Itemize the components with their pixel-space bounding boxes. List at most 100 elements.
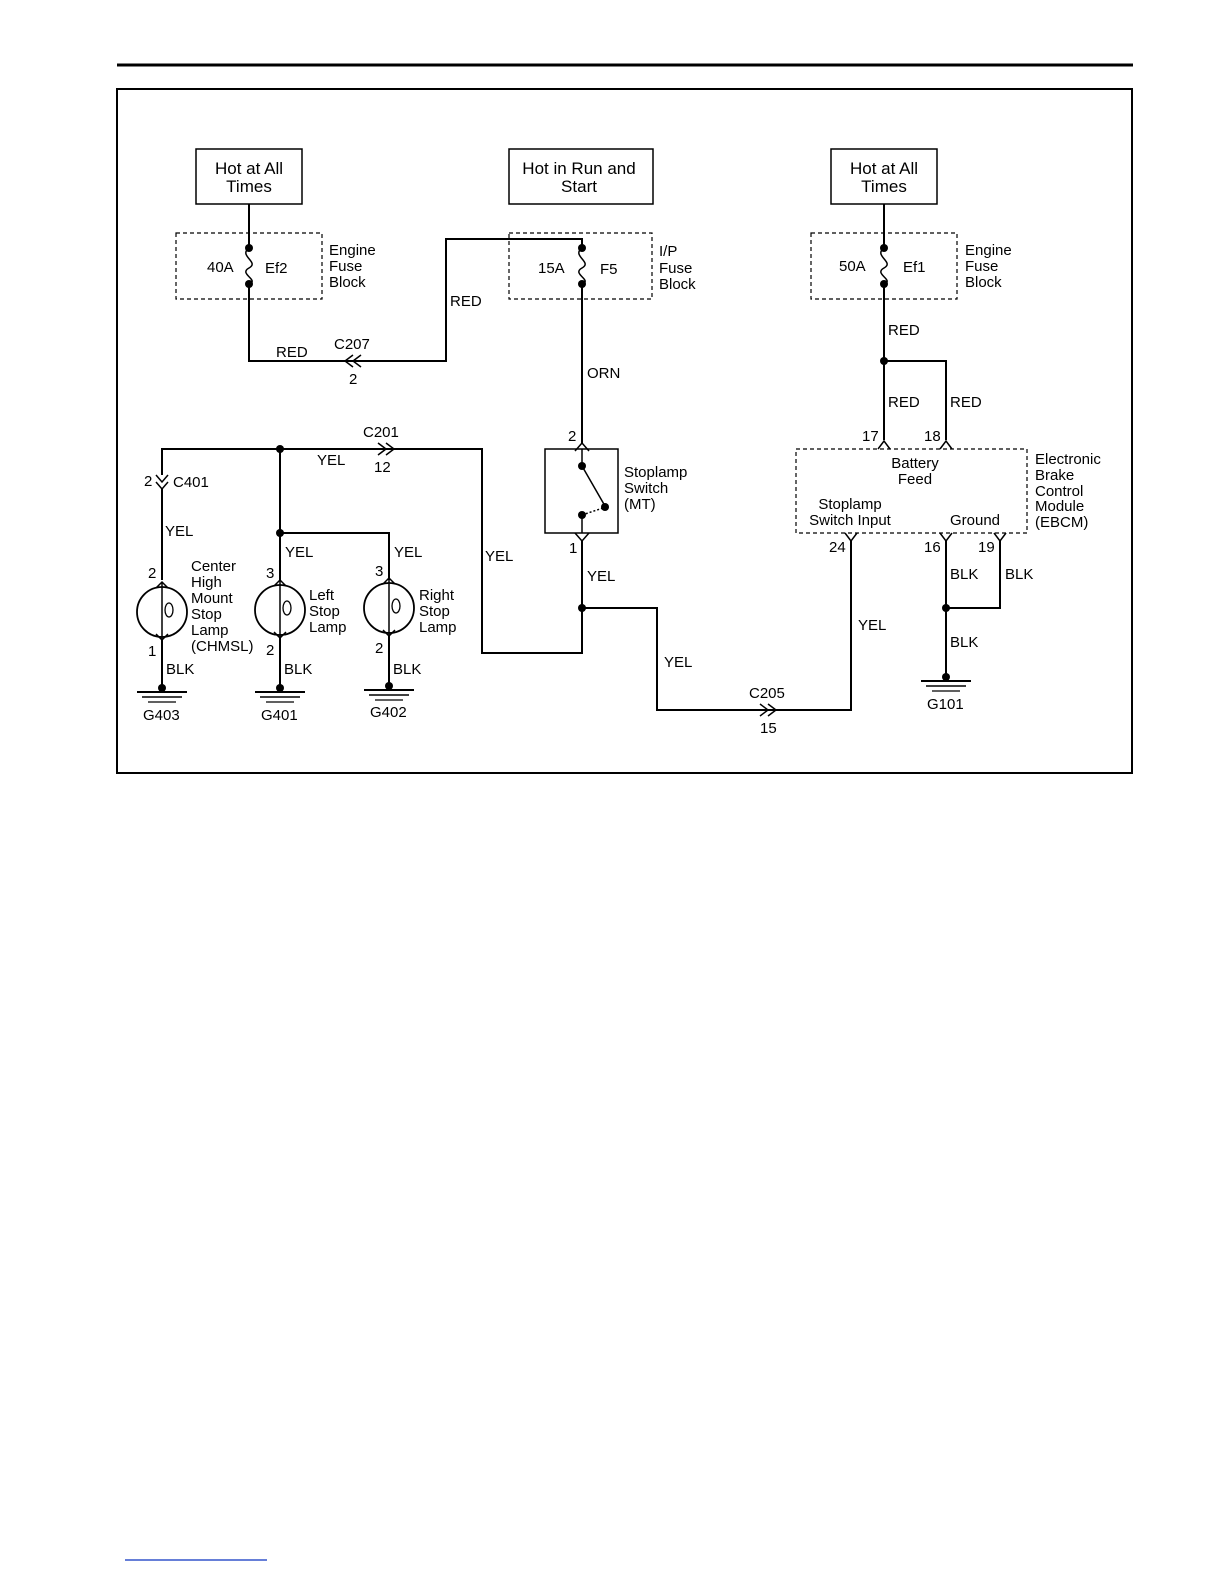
wire-label-blk-left: BLK [284, 661, 312, 678]
fuse-ef2-block-2: Fuse [329, 258, 362, 275]
lamp-right-label-3: Lamp [419, 619, 457, 636]
lamp-chmsl-label-1: Center [191, 558, 236, 575]
source-box-middle: Hot in Run and Start [508, 148, 654, 205]
wire-label-red-1: RED [276, 344, 308, 361]
wire-label-yel-c205: YEL [664, 654, 692, 671]
lamp-right-pin-top: 3 [375, 563, 383, 580]
ground-g403-label: G403 [143, 707, 180, 724]
fuse-ef1: 50A Ef1 Engine Fuse Block [810, 204, 1012, 300]
wire-label-yel-right: YEL [394, 544, 422, 561]
ebcm-label-1: Electronic [1035, 451, 1101, 468]
source-right-line2: Times [861, 177, 907, 196]
source-box-right: Hot at All Times [830, 148, 938, 205]
lamp-right: 3 2 Right Stop Lamp BLK [363, 563, 457, 686]
lamp-chmsl-label-5: Lamp [191, 622, 229, 639]
lamp-right-label-2: Stop [419, 603, 450, 620]
source-middle-line1: Hot in Run and [522, 159, 635, 178]
wire-yel-switch-out: YEL YEL YEL YEL C201 12 C205 15 [161, 424, 886, 737]
ebcm-pin-16: 16 [924, 539, 941, 556]
ebcm-pin-19: 19 [978, 539, 995, 556]
wire-label-blk-19: BLK [1005, 566, 1033, 583]
lamp-left-label-3: Lamp [309, 619, 347, 636]
fuse-ef1-rating: 50A [839, 258, 866, 275]
stoplamp-switch: 2 1 Stoplamp Switch (MT) [544, 428, 687, 557]
lamp-left: 3 2 Left Stop Lamp BLK [254, 565, 347, 688]
ground-g402-label: G402 [370, 704, 407, 721]
ebcm-label-3: Control [1035, 483, 1083, 500]
lamp-chmsl-label-6: (CHMSL) [191, 638, 254, 655]
lamp-left-pin-top: 3 [266, 565, 274, 582]
fuse-f5-name: F5 [600, 261, 618, 278]
fuse-ef1-block-2: Fuse [965, 258, 998, 275]
ebcm-pin24-terminal [844, 532, 858, 543]
wire-label-red-18: RED [950, 394, 982, 411]
wire-label-orn: ORN [587, 365, 620, 382]
source-right-line1: Hot at All [850, 159, 918, 178]
fuse-f5-block-2: Fuse [659, 260, 692, 277]
wire-red-ef1-to-ebcm: RED RED RED [880, 284, 982, 440]
fuse-ef2: 40A Ef2 Engine Fuse Block [175, 204, 376, 300]
wire-label-blk-right: BLK [393, 661, 421, 678]
connector-c401-name: C401 [173, 474, 209, 491]
ebcm-pin-17: 17 [862, 428, 879, 445]
connector-c201-pin: 12 [374, 459, 391, 476]
ebcm-switch-input-2: Switch Input [809, 512, 892, 529]
fuse-ef2-name: Ef2 [265, 260, 288, 277]
fuse-f5-rating: 15A [538, 260, 565, 277]
fuse-ef2-rating: 40A [207, 259, 234, 276]
wire-label-red-17: RED [888, 394, 920, 411]
ebcm-pin17-terminal [877, 439, 891, 450]
connector-c207-icon [343, 354, 362, 368]
lamp-chmsl: 2 1 Center High Mount Stop Lamp (CHMSL) … [136, 558, 254, 688]
lamp-left-pin-bottom: 2 [266, 642, 274, 659]
fuse-ef1-block-3: Block [965, 274, 1002, 291]
switch-pin-out: 1 [569, 540, 577, 557]
ebcm-pin19-terminal [993, 532, 1007, 543]
ground-g402: G402 [364, 682, 414, 721]
lamp-right-label-1: Right [419, 587, 455, 604]
connector-c201-name: C201 [363, 424, 399, 441]
wire-yel-lamps: YEL YEL YEL YEL 2 C401 [144, 445, 422, 580]
source-left-line1: Hot at All [215, 159, 283, 178]
fuse-ef1-icon [880, 247, 888, 285]
fuse-ef1-name: Ef1 [903, 259, 926, 276]
source-middle-line2: Start [561, 177, 597, 196]
ebcm-battery-feed-1: Battery [891, 455, 939, 472]
lamp-chmsl-label-3: Mount [191, 590, 234, 607]
ebcm-label-4: Module [1035, 498, 1084, 515]
wire-label-red-ef1: RED [888, 322, 920, 339]
switch-label-1: Stoplamp [624, 464, 687, 481]
fuse-f5-block-3: Block [659, 276, 696, 293]
ebcm-module: 17 18 Battery Feed Stoplamp Switch Input… [795, 428, 1101, 556]
fuse-ef2-block-3: Block [329, 274, 366, 291]
connector-c205-icon [759, 703, 778, 717]
switch-blade-icon [581, 465, 606, 507]
lamp-left-label-2: Stop [309, 603, 340, 620]
switch-label-3: (MT) [624, 496, 656, 513]
connector-c205-name: C205 [749, 685, 785, 702]
wire-label-yel-left: YEL [285, 544, 313, 561]
ebcm-ground-label: Ground [950, 512, 1000, 529]
ebcm-pin-18: 18 [924, 428, 941, 445]
connector-c401-icon [155, 474, 169, 491]
fuse-f5-icon [578, 247, 586, 285]
ebcm-label-2: Brake [1035, 467, 1074, 484]
fuse-f5-block-1: I/P [659, 243, 677, 260]
connector-c205-pin: 15 [760, 720, 777, 737]
wire-label-yel-switch: YEL [587, 568, 615, 585]
lamp-right-pin-bottom: 2 [375, 640, 383, 657]
ground-g401: G401 [255, 684, 305, 724]
wire-label-yel-chmsl: YEL [165, 523, 193, 540]
fuse-f5: 15A F5 I/P Fuse Block [508, 232, 696, 300]
ground-g101-label: G101 [927, 696, 964, 713]
source-left-line2: Times [226, 177, 272, 196]
switch-pin2-terminal [574, 441, 590, 452]
wire-label-blk-chmsl: BLK [166, 661, 194, 678]
ebcm-switch-input-1: Stoplamp [818, 496, 881, 513]
fuse-ef2-block-1: Engine [329, 242, 376, 259]
lamp-left-label-1: Left [309, 587, 335, 604]
ground-g403: G403 [137, 684, 187, 724]
ebcm-battery-feed-2: Feed [898, 471, 932, 488]
lamp-chmsl-label-2: High [191, 574, 222, 591]
